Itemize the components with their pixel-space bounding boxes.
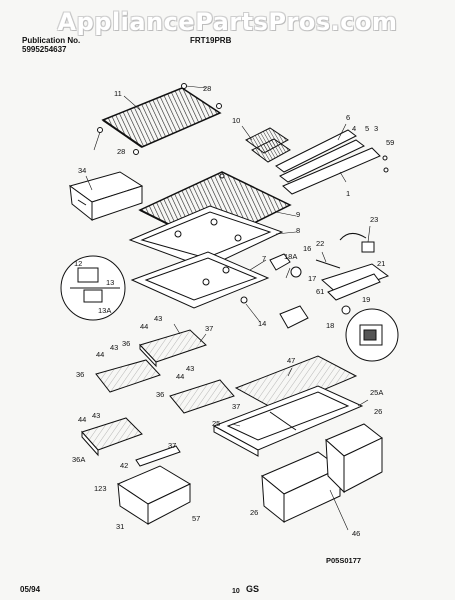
callout-label: 37: [168, 441, 176, 450]
dairy-bin: [68, 171, 144, 222]
callout-label: 31: [116, 522, 124, 531]
callout-label: 36: [76, 370, 84, 379]
shelf-clips: [245, 127, 291, 163]
detail-circle-shelf-support: [60, 255, 126, 321]
crisper-cover-frame: [212, 385, 364, 457]
callout-label: 28: [203, 84, 211, 93]
callout-label: 42: [120, 461, 128, 470]
callout-label: 59: [386, 138, 394, 147]
callout-label: 4: [352, 124, 356, 133]
callout-label: 43: [92, 411, 100, 420]
footer-page: 10: [232, 588, 240, 595]
callout-label: 12: [74, 259, 82, 268]
callout-label: 28: [117, 147, 125, 156]
callout-label: 23: [370, 215, 378, 224]
light-controls: [240, 233, 390, 329]
callout-label: 11: [114, 89, 122, 98]
upper-wire-shelf: [97, 83, 222, 155]
detail-circle-light-socket: [345, 308, 399, 362]
callout-label: 16: [303, 244, 311, 253]
callout-label: 8: [296, 226, 300, 235]
callout-label: 44: [140, 322, 148, 331]
callout-label: 36: [156, 390, 164, 399]
glass-shelf-left-4: [81, 417, 143, 457]
callout-label: 7: [262, 254, 266, 263]
callout-label: 14: [258, 319, 266, 328]
crisper-drawer-left: [261, 451, 341, 524]
model-number: FRT19PRB: [190, 36, 232, 45]
callout-label: 25A: [370, 388, 383, 397]
callout-label: 34: [78, 166, 86, 175]
leader-lines: [85, 85, 371, 531]
callout-label: 3: [374, 124, 378, 133]
callout-label: 123: [94, 484, 107, 493]
meat-keeper-drawer: [116, 445, 192, 525]
callout-label: 26: [374, 407, 382, 416]
callout-label: 43: [110, 343, 118, 352]
callout-label: 18A: [284, 252, 297, 261]
callout-label: 21: [377, 259, 385, 268]
glass-shelf-left-3: [169, 379, 235, 414]
callout-label: 10: [232, 116, 240, 125]
callout-label: 57: [192, 514, 200, 523]
callout-label: 18: [326, 321, 334, 330]
watermark: AppliancePartsPros.com: [57, 8, 398, 36]
callout-label: 36: [122, 339, 130, 348]
callout-label: 43: [154, 314, 162, 323]
callout-label: 43: [186, 364, 194, 373]
callout-label: 44: [78, 415, 86, 424]
callout-label: 5: [365, 124, 369, 133]
callout-label: 25: [212, 419, 220, 428]
diagram-code: P05S0177: [326, 556, 362, 565]
callout-label: 26: [250, 508, 258, 517]
shelf-rails: [275, 129, 389, 195]
shelf-frame-upper: [128, 205, 284, 269]
callout-label: 1: [346, 189, 350, 198]
callout-label: 37: [205, 324, 213, 333]
callout-label: 36A: [72, 455, 85, 464]
callout-label: 44: [176, 372, 184, 381]
callout-label: 61: [316, 287, 324, 296]
glass-shelf-left-1: [139, 329, 207, 368]
callout-label: 19: [362, 295, 370, 304]
shelf-frame-lower: [130, 251, 270, 309]
crisper-cover-glass: [234, 355, 358, 411]
callout-label: 13A: [98, 306, 111, 315]
callout-label: 22: [316, 239, 324, 248]
glass-shelf-left-2: [95, 359, 161, 393]
callout-label: 13: [106, 278, 114, 287]
publication-number: 5995254637: [22, 45, 67, 54]
callout-label: 17: [308, 274, 316, 283]
callout-label: 9: [296, 210, 300, 219]
callout-label: 47: [287, 356, 295, 365]
crisper-drawer-right: [325, 423, 383, 494]
footer-date: 05/94: [20, 585, 41, 594]
callout-label: 6: [346, 113, 350, 122]
callout-label: 37: [232, 402, 240, 411]
footer-code: GS: [246, 584, 260, 594]
publication-label: Publication No.: [22, 36, 81, 45]
callout-label: 44: [96, 350, 104, 359]
callout-label: 46: [352, 529, 360, 538]
callout-labels: 11 28 28 10 6 4 5 3 59 34 1 9 8 23 22 16…: [72, 84, 394, 538]
